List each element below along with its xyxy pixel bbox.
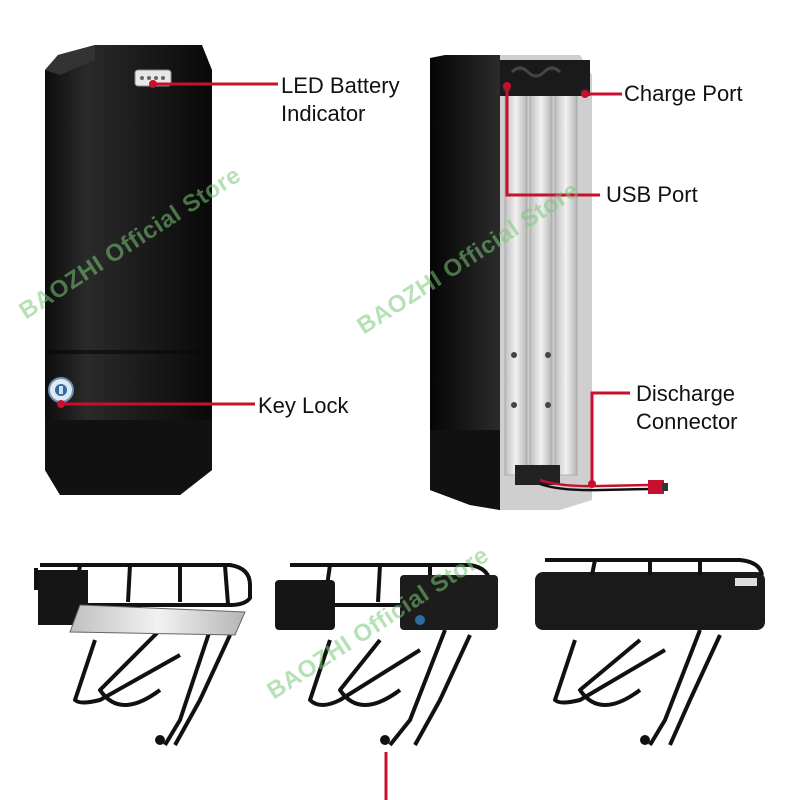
label-led-line2: Indicator	[281, 101, 366, 126]
callout-usb	[505, 86, 600, 197]
label-usb-port: USB Port	[606, 182, 698, 207]
battery-front-view	[45, 45, 212, 495]
callout-lines	[61, 82, 630, 484]
led-indicator	[134, 69, 172, 87]
label-discharge-connector: Discharge Connector	[636, 380, 738, 436]
battery-back-view	[430, 55, 668, 510]
label-key-lock: Key Lock	[258, 393, 349, 418]
label-discharge-line1: Discharge	[636, 381, 736, 406]
key-lock	[48, 377, 74, 403]
label-charge-port: Charge Port	[624, 81, 743, 106]
label-discharge-line2: Connector	[636, 409, 738, 434]
rack-full-battery	[535, 558, 765, 747]
label-led-line1: LED Battery	[281, 73, 400, 98]
rack2-battery-end	[275, 580, 335, 630]
rack2-battery-body	[400, 575, 498, 630]
callout-discharge	[590, 391, 630, 484]
label-led-battery-indicator: LED Battery Indicator	[281, 72, 400, 128]
rack1-plate	[69, 604, 246, 636]
callout-dots	[57, 80, 596, 488]
rack-with-plate	[34, 563, 252, 747]
